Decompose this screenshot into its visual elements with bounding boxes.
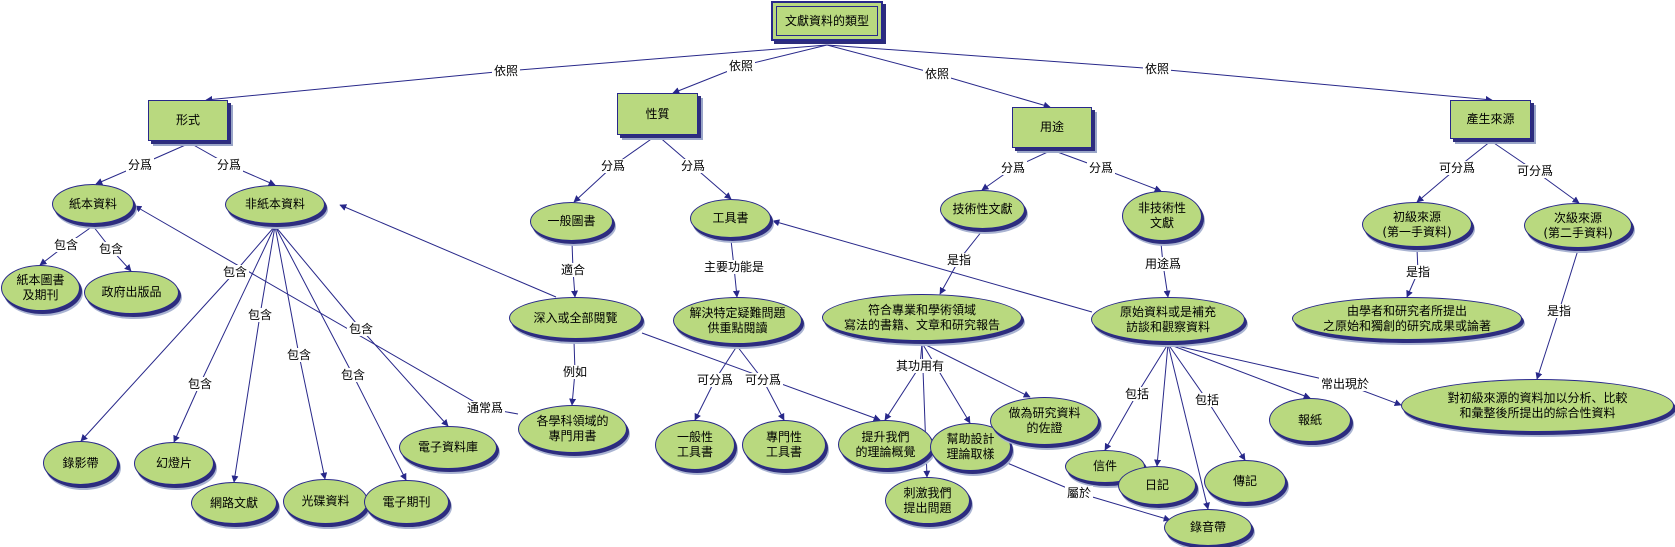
node-general-ref[interactable]: 一般性 工具書 (655, 420, 735, 470)
node-paper[interactable]: 紙本資料 (52, 184, 134, 224)
node-secondary-def[interactable]: 對初級來源的資料加以分析、比較 和彙整後所提出的綜合性資料 (1401, 379, 1674, 432)
label-refers-to-primary: 是指 (1403, 265, 1433, 279)
node-nontechnical[interactable]: 非技術性 文獻 (1122, 191, 1202, 241)
label-divided-reference: 分爲 (678, 159, 708, 173)
label-can-divided-general-ref: 可分爲 (694, 373, 736, 387)
label-includes-biography: 包括 (1192, 393, 1222, 407)
node-solve-problem[interactable]: 解決特定疑難問題 供重點閱讀 (673, 297, 802, 344)
node-web-docs[interactable]: 網路文獻 (191, 482, 277, 524)
connector-line (884, 342, 923, 421)
label-divided-nontechnical: 分爲 (1086, 161, 1116, 175)
node-root[interactable]: 文獻資料的類型 (771, 1, 883, 41)
node-biography[interactable]: 傳記 (1204, 460, 1286, 503)
label-include-paper-periodicals: 包含 (51, 238, 81, 252)
label-by-form: 依照 (491, 64, 521, 78)
node-gov-pub[interactable]: 政府出版品 (84, 271, 179, 314)
node-audiotape[interactable]: 錄音帶 (1164, 509, 1252, 546)
label-usually: 通常爲 (464, 401, 506, 415)
node-special-ref[interactable]: 專門性 工具書 (742, 420, 826, 470)
label-include-videotape: 包含 (220, 265, 250, 279)
node-cd-data[interactable]: 光碟資料 (283, 479, 368, 524)
node-improve-theory[interactable]: 提升我們 的理論概覺 (838, 420, 933, 469)
label-by-usage: 依照 (922, 67, 952, 81)
connector-line (173, 225, 276, 443)
connector-line (1167, 343, 1311, 400)
label-refers-to-technical: 是指 (944, 253, 974, 267)
label-by-nature: 依照 (726, 59, 756, 73)
label-divided-paper: 分爲 (125, 158, 155, 172)
node-secondary[interactable]: 次級來源 (第二手資料) (1524, 203, 1632, 248)
node-videotape[interactable]: 錄影帶 (43, 441, 118, 485)
label-suitable: 適合 (558, 263, 588, 277)
label-can-divided-special-ref: 可分爲 (742, 373, 784, 387)
label-include-e-databases: 包含 (346, 322, 376, 336)
label-by-origin: 依照 (1142, 62, 1172, 76)
label-can-divided-secondary: 可分爲 (1514, 164, 1556, 178)
node-primary[interactable]: 初級來源 (第一手資料) (1362, 202, 1472, 247)
connector-line (1154, 343, 1169, 467)
node-e-databases[interactable]: 電子資料庫 (399, 426, 497, 469)
node-evidence[interactable]: 做為研究資料 的佐證 (990, 397, 1099, 445)
label-belongs-to: 屬於 (1064, 486, 1094, 500)
label-divided-technical: 分爲 (998, 161, 1028, 175)
node-deep-reading[interactable]: 深入或全部閱覽 (509, 297, 642, 339)
node-reference-books[interactable]: 工具書 (690, 199, 771, 238)
label-used-for: 用途爲 (1142, 257, 1184, 271)
node-e-journals[interactable]: 電子期刊 (364, 480, 449, 524)
connector-line (772, 219, 1093, 313)
label-include-e-journals: 包含 (338, 368, 368, 382)
node-form[interactable]: 形式 (148, 100, 228, 141)
node-nature[interactable]: 性質 (617, 93, 698, 135)
connector-line (1167, 343, 1210, 510)
node-professional-docs[interactable]: 符合專業和學術領域 寫法的書籍、文章和研究報告 (822, 294, 1022, 341)
node-usage[interactable]: 用途 (1012, 107, 1092, 148)
label-can-divided-primary: 可分爲 (1436, 161, 1478, 175)
label-divided-nonpaper: 分爲 (214, 158, 244, 172)
label-include-slides: 包含 (185, 377, 215, 391)
connector-line (921, 342, 971, 424)
node-raw-data[interactable]: 原始資料或是補充 訪談和觀察資料 (1091, 297, 1245, 342)
node-technical[interactable]: 技術性文獻 (940, 190, 1025, 229)
label-refers-to-secondary: 是指 (1544, 304, 1574, 318)
connector-line (339, 204, 557, 298)
label-includes-letters: 包括 (1122, 387, 1152, 401)
label-divided-general: 分爲 (598, 159, 628, 173)
label-appears-in: 常出現於 (1318, 377, 1372, 391)
node-slides[interactable]: 幻燈片 (134, 442, 214, 485)
label-main-function: 主要功能是 (701, 260, 767, 274)
label-include-cd-data: 包含 (284, 348, 314, 362)
connector-line (921, 342, 1031, 398)
label-include-gov-pub: 包含 (96, 242, 126, 256)
node-diary[interactable]: 日記 (1118, 466, 1196, 505)
node-inspire[interactable]: 刺激我們 提出問題 (885, 477, 970, 524)
node-newspaper[interactable]: 報紙 (1269, 398, 1351, 442)
node-subject-books[interactable]: 各學科領域的 專門用書 (518, 405, 627, 453)
node-general-books[interactable]: 一般圖書 (530, 202, 613, 241)
node-paper-periodicals[interactable]: 紙本圖書 及期刊 (1, 265, 80, 311)
label-functions: 其功用有 (893, 359, 947, 373)
node-nonpaper[interactable]: 非紙本資料 (225, 185, 325, 224)
node-primary-def[interactable]: 由學者和研究者所提出 之原始和獨創的研究成果或論著 (1292, 297, 1522, 340)
label-for-example: 例如 (560, 365, 590, 379)
node-origin[interactable]: 產生來源 (1450, 100, 1531, 139)
label-include-web-docs: 包含 (245, 308, 275, 322)
node-help-design[interactable]: 幫助設計 理論取樣 (930, 423, 1011, 471)
